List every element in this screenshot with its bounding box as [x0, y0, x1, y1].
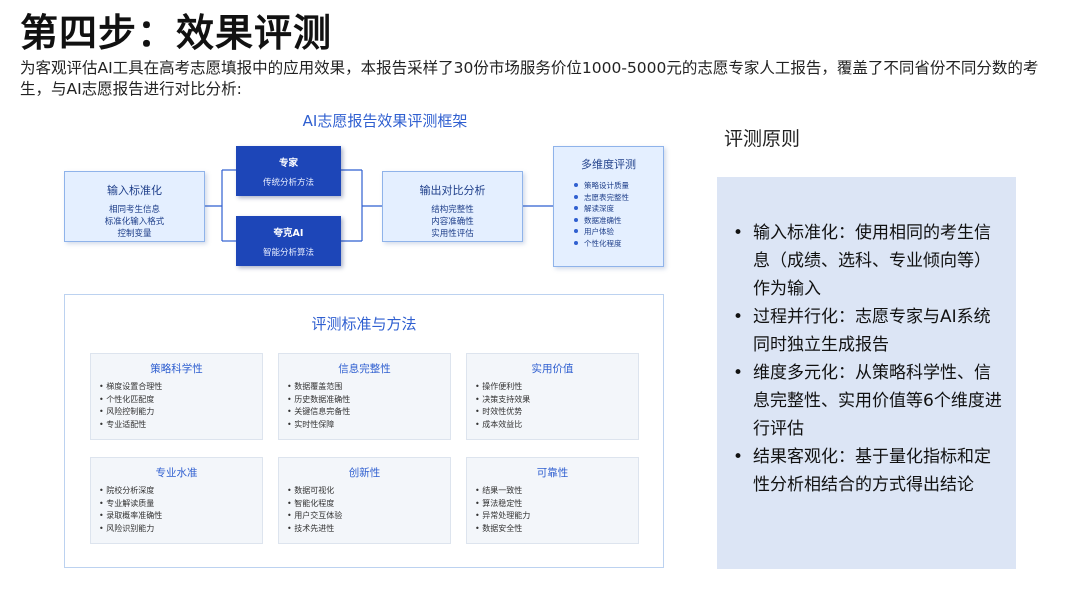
card-item: • 个性化匹配度 — [99, 394, 155, 404]
bullet-icon: • — [733, 223, 744, 243]
standards-panel: 评测标准与方法 策略科学性 • 梯度设置合理性 • 个性化匹配度 • 风险控制能… — [64, 294, 664, 568]
card-item: • 风险识别能力 — [99, 523, 155, 533]
card-item: • 数据覆盖范围 — [287, 382, 343, 391]
card-item: • 历史数据准确性 — [287, 394, 351, 404]
card-item: • 异常处理能力 — [475, 511, 531, 520]
multi-item: 用户体验 — [554, 226, 663, 238]
framework-title: AI志愿报告效果评测框架 — [302, 112, 468, 130]
ai-heading: 夸克AI — [273, 228, 304, 239]
card-title: 实用价值 — [531, 363, 574, 375]
principle-item: •结果客观化：基于量化指标和定性分析相结合的方式得出结论 — [729, 443, 1002, 499]
standard-card: 实用价值 • 操作便利性 • 决策支持效果 • 时效性优势 • 成本效益比 — [466, 353, 639, 440]
bullet-dot-icon — [574, 240, 578, 245]
card-item: • 数据可视化 — [287, 486, 335, 495]
multi-item: 数据准确性 — [554, 215, 663, 227]
multi-item: 解读深度 — [554, 203, 663, 215]
expert-box: 专家 传统分析方法 — [236, 146, 341, 196]
principle-item: •维度多元化：从策略科学性、信息完整性、实用价值等6个维度进行评估 — [729, 359, 1002, 443]
standard-card: 信息完整性 • 数据覆盖范围 • 历史数据准确性 • 关键信息完备性 • 实时性… — [278, 353, 451, 440]
standard-card: 创新性 • 数据可视化 • 智能化程度 • 用户交互体验 • 技术先进性 — [278, 457, 451, 544]
bullet-dot-icon — [574, 206, 578, 210]
input-standardization-box: 输入标准化 相同考生信息 标准化输入格式 控制变量 — [64, 171, 205, 242]
standard-card: 专业水准 • 院校分析深度 • 专业解读质量 • 录取概率准确性 • 风险识别能… — [90, 457, 263, 544]
quark-ai-box: 夸克AI 智能分析算法 — [236, 216, 341, 266]
standards-title: 评测标准与方法 — [311, 315, 417, 333]
multi-heading: 多维度评测 — [581, 158, 636, 171]
standard-card: 策略科学性 • 梯度设置合理性 • 个性化匹配度 • 风险控制能力 • 专业适配… — [90, 353, 263, 440]
output-line: 内容准确性 — [431, 217, 474, 227]
page-title: 第四步：效果评测 — [20, 11, 333, 55]
bullet-dot-icon — [574, 229, 578, 233]
input-line: 控制变量 — [117, 229, 152, 239]
card-item: • 成本效益比 — [475, 419, 523, 429]
card-item: • 数据安全性 — [475, 523, 523, 533]
multi-list: 策略设计质量 志愿表完整性 解读深度 数据准确性 用户体验 个性化程度 — [554, 180, 663, 249]
output-comparison-box: 输出对比分析 结构完整性 内容准确性 实用性评估 — [382, 171, 523, 242]
intro-text: 为客观评估AI工具在高考志愿填报中的应用效果，本报告采样了30份市场服务价位10… — [20, 59, 1039, 98]
card-title: 专业水准 — [155, 467, 198, 479]
card-item: • 用户交互体验 — [287, 511, 343, 520]
card-item: • 算法稳定性 — [475, 498, 523, 508]
card-item: • 时效性优势 — [475, 407, 523, 416]
output-line: 实用性评估 — [431, 229, 474, 239]
expert-sub: 传统分析方法 — [262, 178, 314, 188]
principle-item: •输入标准化：使用相同的考生信息（成绩、选科、专业倾向等）作为输入 — [729, 219, 1002, 303]
multi-dimension-box: 多维度评测 策略设计质量 志愿表完整性 解读深度 数据准确性 用户体验 个性化程… — [553, 146, 664, 267]
card-item: • 录取概率准确性 — [99, 511, 163, 520]
card-title: 创新性 — [348, 467, 381, 479]
bullet-dot-icon — [574, 194, 578, 199]
card-item: • 结果一致性 — [475, 486, 523, 495]
principles-panel: •输入标准化：使用相同的考生信息（成绩、选科、专业倾向等）作为输入 •过程并行化… — [717, 177, 1016, 569]
bullet-icon: • — [733, 307, 744, 327]
card-item: • 技术先进性 — [287, 523, 335, 533]
output-line: 结构完整性 — [431, 205, 474, 215]
multi-item: 志愿表完整性 — [554, 192, 663, 204]
bullet-dot-icon — [574, 217, 578, 222]
input-line: 标准化输入格式 — [104, 217, 165, 227]
card-title: 可靠性 — [536, 467, 569, 479]
card-item: • 专业解读质量 — [99, 498, 155, 508]
principle-item: •过程并行化：志愿专家与AI系统同时独立生成报告 — [729, 303, 1002, 359]
bullet-dot-icon — [574, 183, 578, 187]
card-item: • 智能化程度 — [287, 498, 335, 508]
bullet-icon: • — [733, 363, 744, 383]
input-line: 相同考生信息 — [108, 205, 160, 215]
card-item: • 决策支持效果 — [475, 394, 531, 404]
input-heading: 输入标准化 — [107, 184, 162, 197]
card-title: 信息完整性 — [338, 363, 391, 375]
ai-sub: 智能分析算法 — [262, 248, 314, 258]
output-heading: 输出对比分析 — [419, 184, 486, 197]
card-title: 策略科学性 — [150, 363, 203, 375]
standard-card: 可靠性 • 结果一致性 • 算法稳定性 • 异常处理能力 • 数据安全性 — [466, 457, 639, 544]
card-item: • 梯度设置合理性 — [99, 382, 163, 391]
bullet-icon: • — [733, 447, 744, 467]
card-item: • 风险控制能力 — [99, 407, 155, 416]
card-item: • 院校分析深度 — [99, 486, 155, 495]
card-item: • 操作便利性 — [475, 382, 523, 391]
principles-title: 评测原则 — [724, 128, 801, 150]
card-item: • 关键信息完备性 — [287, 407, 351, 416]
multi-item: 个性化程度 — [554, 238, 663, 250]
framework-connectors — [205, 169, 553, 242]
card-item: • 实时性保障 — [287, 419, 335, 429]
multi-item: 策略设计质量 — [554, 180, 663, 192]
card-item: • 专业适配性 — [99, 419, 147, 429]
expert-heading: 专家 — [278, 158, 298, 169]
